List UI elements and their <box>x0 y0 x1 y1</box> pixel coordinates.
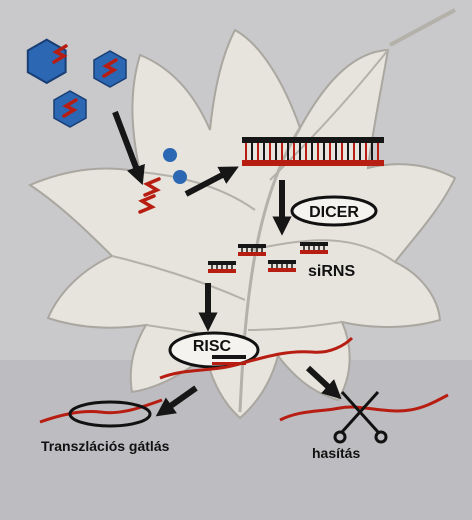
risc-label: RISC <box>193 338 232 355</box>
viral-component-dot <box>173 170 187 184</box>
viral-component-dot <box>163 148 177 162</box>
sirns-label: siRNS <box>308 263 355 280</box>
translation-block-label: Transzlációs gátlás <box>41 438 170 454</box>
cleavage-label: hasítás <box>312 445 360 461</box>
dicer-label: DICER <box>309 204 359 221</box>
